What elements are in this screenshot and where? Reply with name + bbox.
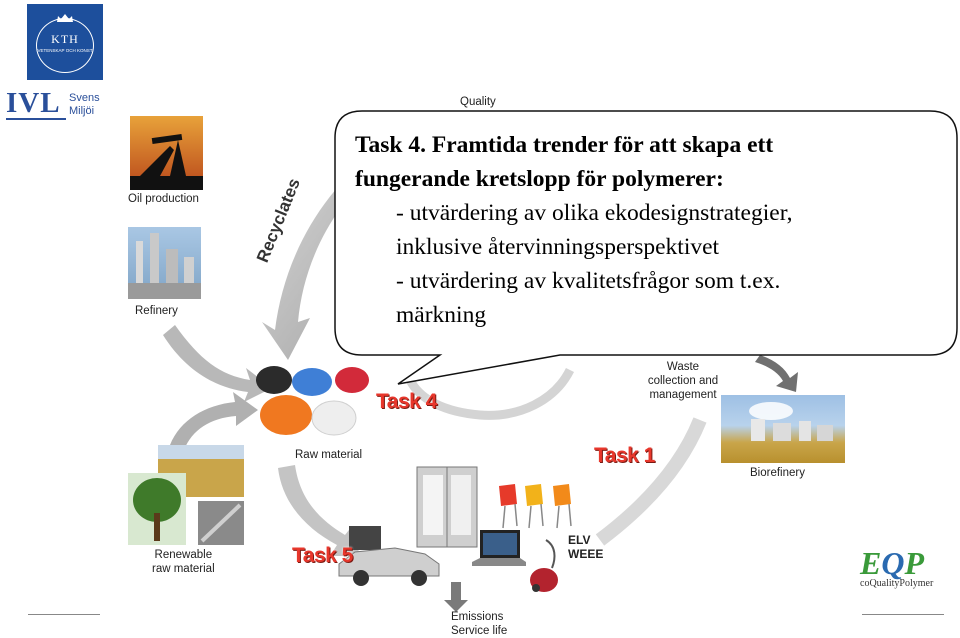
quality-label: Quality bbox=[460, 96, 496, 108]
refinery-label: Refinery bbox=[135, 305, 178, 317]
eqp-e: E bbox=[860, 545, 882, 581]
task4-label: Task 4 bbox=[376, 390, 437, 413]
laptop-image bbox=[470, 528, 528, 574]
ivl-side-line1: Svens bbox=[69, 92, 100, 104]
callout-title-line1: Task 4. Framtida trender för att skapa e… bbox=[355, 132, 774, 158]
renewable-raw-material-image bbox=[128, 445, 244, 545]
kth-logo-text: KTH bbox=[51, 32, 79, 46]
eqp-p: P bbox=[904, 545, 924, 581]
biorefinery-label: Biorefinery bbox=[750, 467, 805, 479]
biorefinery-image bbox=[721, 395, 845, 463]
service-life-line: Service life bbox=[451, 625, 508, 637]
lower-loop-arc bbox=[595, 417, 707, 546]
kth-logo-subtext: VETENSKAP OCH KONST bbox=[37, 48, 93, 53]
oil-production-image bbox=[130, 116, 203, 190]
oil-production-label: Oil production bbox=[128, 193, 199, 205]
raw-material-image bbox=[252, 360, 372, 445]
footer-line-right bbox=[862, 614, 944, 615]
waste-line1: Waste bbox=[666, 361, 700, 373]
task1-label: Task 1 bbox=[594, 444, 655, 467]
kth-logo: KTH VETENSKAP OCH KONST bbox=[27, 4, 103, 80]
arrow-renewable-to-raw bbox=[170, 392, 258, 450]
weee-label: WEEE bbox=[568, 547, 604, 561]
renewable-line1: Renewable bbox=[154, 549, 213, 561]
waste-line3: management bbox=[649, 389, 717, 401]
eqp-logo-mark: EQP bbox=[860, 545, 933, 582]
callout-line3: - utvärdering av olika ekodesignstrategi… bbox=[396, 200, 793, 226]
arc-raw-to-products bbox=[278, 465, 360, 556]
callout-line6: märkning bbox=[396, 302, 487, 328]
arrow-refinery-to-raw bbox=[163, 325, 272, 402]
eqp-q: Q bbox=[881, 545, 905, 581]
callout-line4: inklusive återvinningsperspektivet bbox=[396, 234, 720, 260]
ivl-side-line2: Miljöi bbox=[69, 105, 95, 117]
ivl-logo-underline bbox=[6, 118, 66, 120]
elv-weee-label: ELV WEEE bbox=[568, 533, 603, 561]
renewable-line2: raw material bbox=[152, 563, 215, 575]
refinery-image bbox=[128, 227, 201, 299]
chairs-image bbox=[497, 480, 579, 530]
arrow-waste-to-biorefinery bbox=[755, 355, 798, 392]
callout-line5: - utvärdering av kvalitetsfrågor som t.e… bbox=[396, 268, 781, 294]
waste-line2: collection and bbox=[647, 375, 719, 387]
waste-collection-label: Waste collection and management bbox=[643, 360, 723, 402]
ivl-logo: IVL bbox=[6, 87, 61, 119]
arrow-emissions bbox=[444, 582, 468, 612]
eqp-logo-subtext: coQualityPolymer bbox=[860, 578, 934, 589]
arc-recyclates bbox=[262, 122, 428, 360]
callout-title-line2: fungerande kretslopp för polymerer: bbox=[355, 166, 724, 192]
emissions-label: Emissions Service life bbox=[451, 610, 507, 638]
refrigerator-image bbox=[415, 465, 479, 549]
raw-material-label: Raw material bbox=[295, 449, 363, 461]
eqp-logo: EQP coQualityPolymer bbox=[860, 545, 933, 589]
emissions-line: Emissions bbox=[451, 611, 504, 623]
vacuum-cleaner-image bbox=[526, 538, 562, 594]
inner-loop-arc bbox=[405, 367, 575, 420]
car-image bbox=[335, 520, 443, 590]
crown-icon bbox=[56, 10, 74, 22]
callout-text: Task 4. Framtida trender för att skapa e… bbox=[355, 128, 945, 332]
elv-label: ELV bbox=[568, 533, 591, 547]
ivl-logo-side-text: Svens Miljöi bbox=[69, 92, 100, 118]
task5-label: Task 5 bbox=[292, 544, 353, 567]
footer-line-left bbox=[28, 614, 100, 615]
renewable-label: Renewable raw material bbox=[152, 548, 215, 576]
